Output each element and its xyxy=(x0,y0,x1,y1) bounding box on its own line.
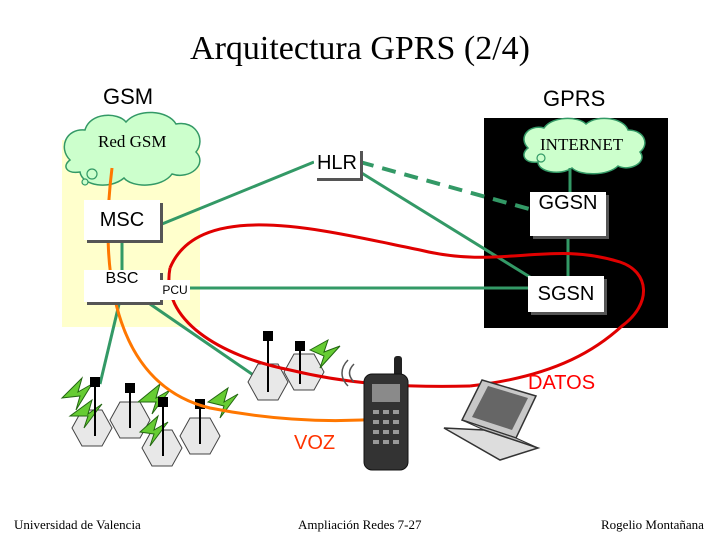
voice-path xyxy=(106,167,393,423)
bsc-bts-link-left xyxy=(98,299,122,385)
msc-hlr-link xyxy=(161,160,315,226)
footer-center: Ampliación Redes 7-27 xyxy=(298,517,422,532)
voz-label: VOZ xyxy=(294,432,336,454)
red-gsm-label: Red GSM xyxy=(98,132,167,151)
hlr-node: HLR xyxy=(314,148,360,178)
mobile-phone-icon xyxy=(341,356,409,471)
footer-right: Rogelio Montañana xyxy=(601,517,704,532)
internet-label: INTERNET xyxy=(540,135,624,154)
datos-label: DATOS xyxy=(528,372,596,394)
internet-cloud xyxy=(523,117,646,175)
ggsn-node: GGSN xyxy=(530,192,606,236)
red-gsm-cloud xyxy=(63,111,201,186)
radio-signal-icons xyxy=(60,338,341,447)
bsc-node: BSC xyxy=(84,270,160,302)
hlr-sgsn-link xyxy=(359,170,539,284)
sgsn-node: SGSN xyxy=(528,276,604,312)
hlr-ggsn-dashed-link xyxy=(359,160,541,214)
msc-node: MSC xyxy=(84,200,160,240)
footer-left: Universidad de Valencia xyxy=(14,517,141,532)
bts-towers xyxy=(90,331,305,456)
data-path xyxy=(168,223,645,388)
gprs-label: GPRS xyxy=(543,86,606,111)
laptop-icon xyxy=(443,379,541,461)
pcu-node: PCU xyxy=(160,280,190,300)
slide-title: Arquitectura GPRS (2/4) xyxy=(190,30,530,67)
gsm-label: GSM xyxy=(103,84,154,109)
